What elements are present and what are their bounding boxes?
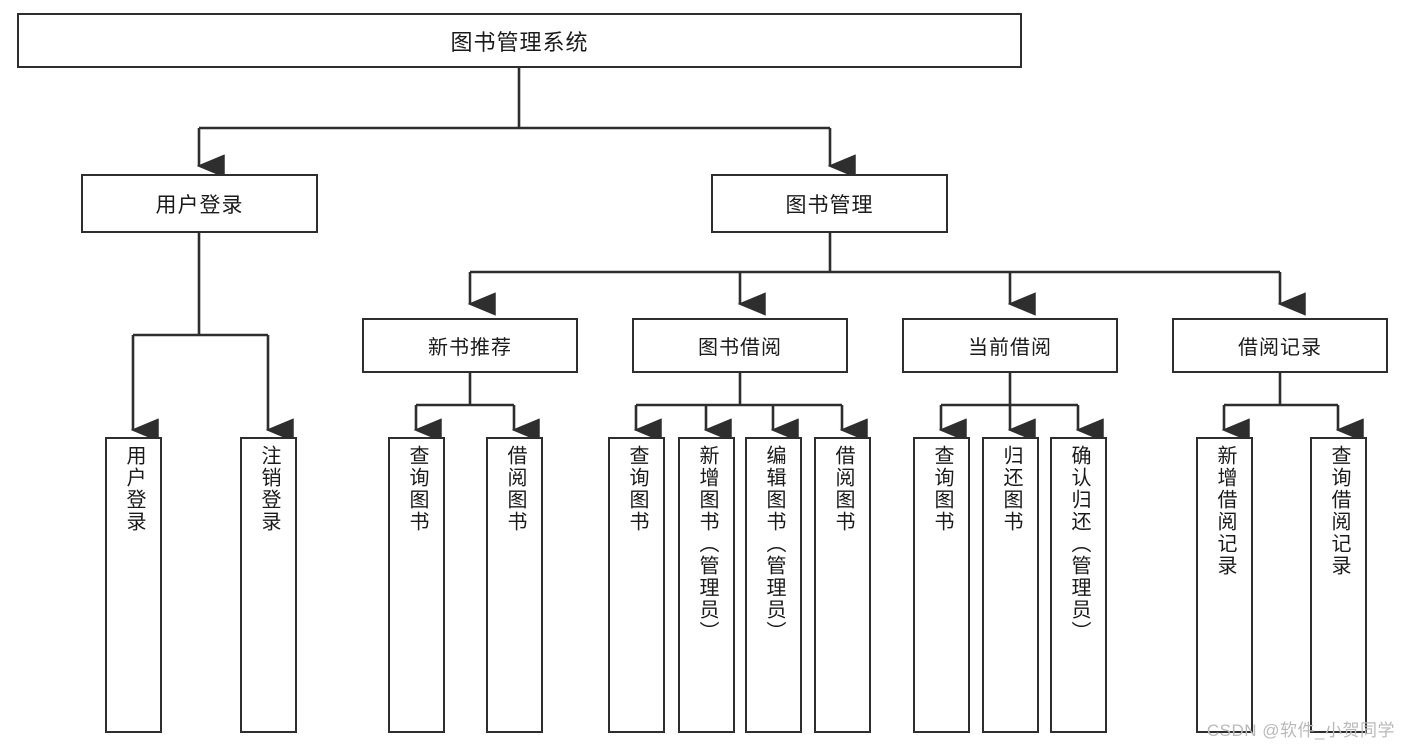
node-label: 图书借阅: [698, 337, 782, 359]
node-label: 编辑图书（管理员）: [763, 445, 785, 643]
node-new-book-recommend[interactable]: 新书推荐: [362, 318, 578, 373]
leaf-current-borrow-query-book[interactable]: 查询图书: [913, 437, 970, 733]
node-label: 当前借阅: [968, 337, 1052, 359]
leaf-borrow-record-add-record[interactable]: 新增借阅记录: [1196, 437, 1253, 733]
leaf-user-login-login[interactable]: 用户登录: [105, 437, 162, 733]
node-label: 借阅记录: [1238, 337, 1322, 359]
node-label: 用户登录: [155, 193, 244, 217]
leaf-user-login-logout[interactable]: 注销登录: [240, 437, 297, 733]
node-current-borrow[interactable]: 当前借阅: [902, 318, 1118, 373]
node-label: 归还图书: [1000, 445, 1022, 533]
node-label: 图书管理: [785, 193, 874, 217]
node-user-login[interactable]: 用户登录: [81, 174, 318, 233]
node-label: 新书推荐: [428, 337, 512, 359]
leaf-current-borrow-return-book[interactable]: 归还图书: [982, 437, 1039, 733]
node-label: 图书管理系统: [450, 29, 589, 55]
leaf-current-borrow-confirm-return-admin[interactable]: 确认归还（管理员）: [1050, 437, 1107, 733]
leaf-borrow-record-query-record[interactable]: 查询借阅记录: [1310, 437, 1367, 733]
node-book-borrow[interactable]: 图书借阅: [632, 318, 848, 373]
node-book-management[interactable]: 图书管理: [711, 174, 948, 233]
node-label: 新增借阅记录: [1214, 445, 1236, 577]
node-label: 查询借阅记录: [1328, 445, 1350, 577]
leaf-new-book-borrow-book[interactable]: 借阅图书: [486, 437, 543, 733]
node-label: 借阅图书: [504, 445, 526, 533]
leaf-book-borrow-add-book-admin[interactable]: 新增图书（管理员）: [678, 437, 735, 733]
leaf-book-borrow-edit-book-admin[interactable]: 编辑图书（管理员）: [745, 437, 802, 733]
node-label: 注销登录: [258, 445, 280, 533]
node-label: 查询图书: [626, 445, 648, 533]
node-label: 借阅图书: [832, 445, 854, 533]
node-label: 查询图书: [931, 445, 953, 533]
node-root-book-management-system[interactable]: 图书管理系统: [17, 13, 1022, 68]
node-label: 新增图书（管理员）: [696, 445, 718, 643]
leaf-book-borrow-query-book[interactable]: 查询图书: [608, 437, 665, 733]
node-borrow-record[interactable]: 借阅记录: [1172, 318, 1388, 373]
node-label: 用户登录: [123, 445, 145, 533]
leaf-book-borrow-borrow-book[interactable]: 借阅图书: [814, 437, 871, 733]
node-label: 查询图书: [406, 445, 428, 533]
leaf-new-book-query-book[interactable]: 查询图书: [388, 437, 445, 733]
csdn-watermark: CSDN @软件_小贺同学: [1206, 721, 1395, 740]
node-label: 确认归还（管理员）: [1068, 445, 1090, 643]
